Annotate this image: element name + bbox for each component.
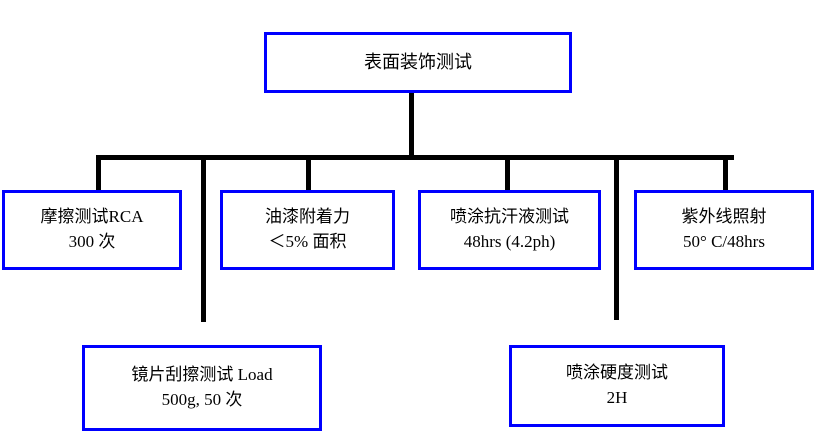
node-coating-hardness-test[interactable]: 喷涂硬度测试 2H <box>509 345 725 427</box>
node-uv-exposure-line1: 紫外线照射 <box>681 207 767 227</box>
node-root-line1: 表面装饰测试 <box>364 52 472 73</box>
node-lens-scratch-test-line2: 500g, 50 次 <box>161 390 243 409</box>
connector-drop-child-2 <box>306 155 311 190</box>
connector-drop-child-1 <box>96 155 101 190</box>
node-paint-adhesion[interactable]: 油漆附着力 ＜5% 面积 <box>220 190 395 270</box>
node-lens-scratch-test-line1: 镜片刮擦测试 Load <box>131 365 273 385</box>
node-lens-scratch-test[interactable]: 镜片刮擦测试 Load 500g, 50 次 <box>82 345 322 431</box>
node-root-surface-decoration-test[interactable]: 表面装饰测试 <box>264 32 572 93</box>
connector-root-stem <box>409 93 414 158</box>
connector-drop-child-6 <box>614 155 619 320</box>
connector-drop-child-5 <box>201 155 206 322</box>
connector-drop-child-4 <box>723 155 728 190</box>
node-paint-adhesion-line2: ＜5% 面积 <box>268 232 347 251</box>
node-sweat-resistance-test-line1: 喷涂抗汗液测试 <box>450 207 569 227</box>
node-sweat-resistance-test-line2: 48hrs (4.2ph) <box>463 232 556 251</box>
node-paint-adhesion-line1: 油漆附着力 <box>265 207 350 227</box>
node-uv-exposure-line2: 50° C/48hrs <box>683 232 765 251</box>
node-friction-test-rca[interactable]: 摩擦测试RCA 300 次 <box>2 190 182 270</box>
node-uv-exposure[interactable]: 紫外线照射 50° C/48hrs <box>634 190 814 270</box>
node-coating-hardness-test-line2: 2H <box>606 388 628 407</box>
node-sweat-resistance-test[interactable]: 喷涂抗汗液测试 48hrs (4.2ph) <box>418 190 601 270</box>
node-friction-test-rca-line2: 300 次 <box>68 232 116 251</box>
connector-drop-child-3 <box>505 155 510 190</box>
node-coating-hardness-test-line1: 喷涂硬度测试 <box>566 363 668 383</box>
node-friction-test-rca-line1: 摩擦测试RCA <box>40 207 144 227</box>
connector-horizontal-bus <box>96 155 734 160</box>
